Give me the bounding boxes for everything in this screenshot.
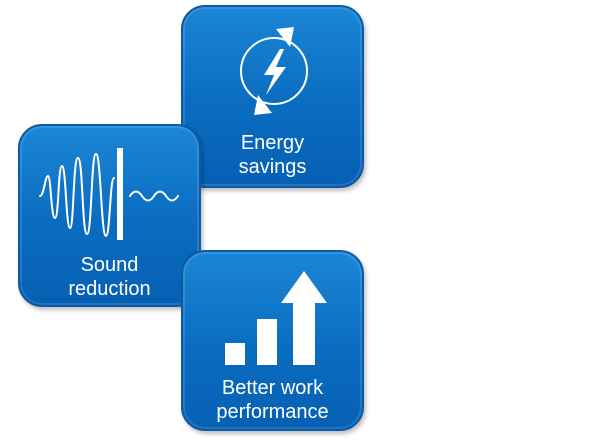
energy-savings-label: Energy savings [183, 131, 362, 179]
growth-bars-arrow-icon [225, 271, 327, 365]
energy-savings-tile: Energy savings [181, 5, 364, 188]
sound-reduction-label: Sound reduction [20, 253, 199, 301]
energy-label-line-1: Energy [240, 132, 305, 154]
sound-reduction-tile: Sound reduction [18, 124, 201, 307]
energy-cycle-icon [240, 27, 308, 115]
work-label-line-2: performance [216, 401, 329, 423]
energy-label-line-2: savings [238, 156, 307, 178]
better-work-performance-label: Better work performance [183, 376, 362, 424]
sound-wave-barrier-icon [39, 148, 179, 240]
better-work-performance-tile: Better work performance [181, 250, 364, 431]
work-label-line-1: Better work [221, 377, 324, 399]
sound-label-line-1: Sound [80, 254, 139, 276]
sound-label-line-2: reduction [68, 278, 151, 300]
